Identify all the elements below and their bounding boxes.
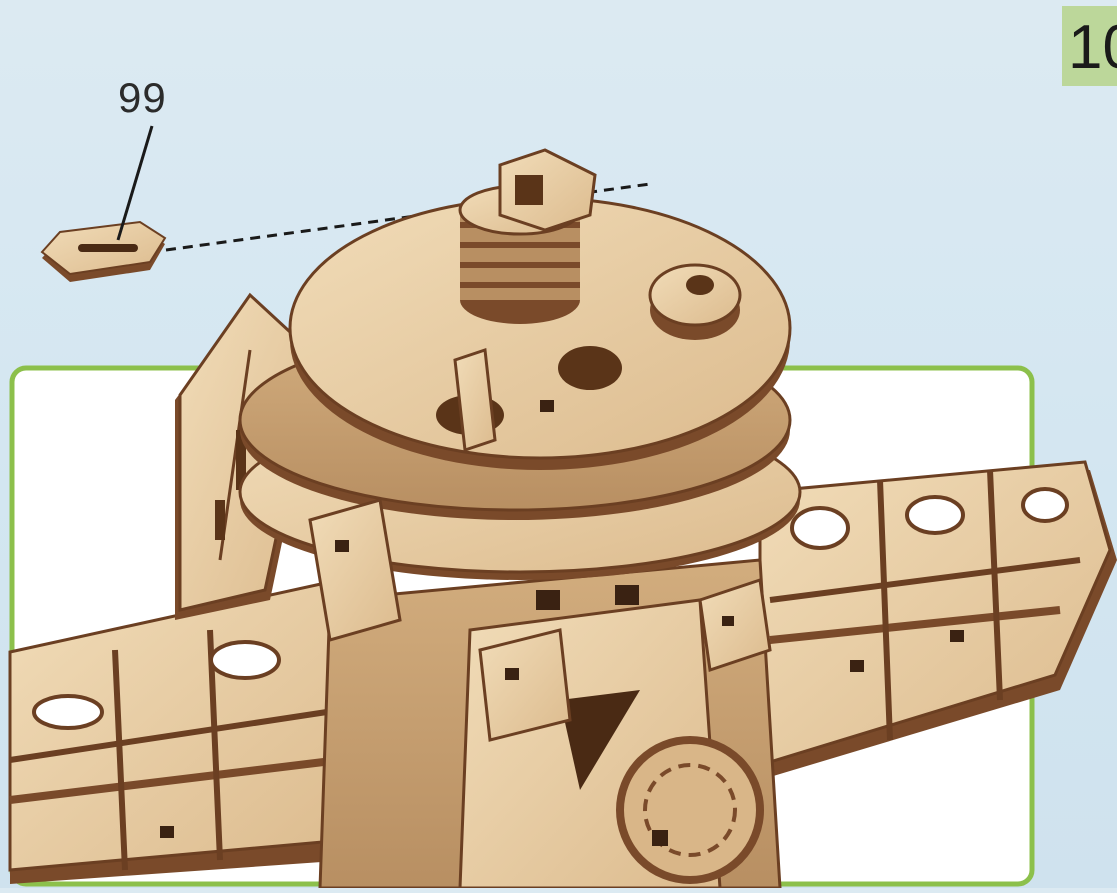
part-99-washer: [42, 222, 165, 282]
step-number-badge: 10: [1062, 6, 1117, 86]
top-knob: [650, 265, 740, 340]
part-number-label: 99: [118, 74, 167, 122]
top-spindle: [460, 150, 595, 324]
step-number-text: 10: [1068, 12, 1117, 83]
